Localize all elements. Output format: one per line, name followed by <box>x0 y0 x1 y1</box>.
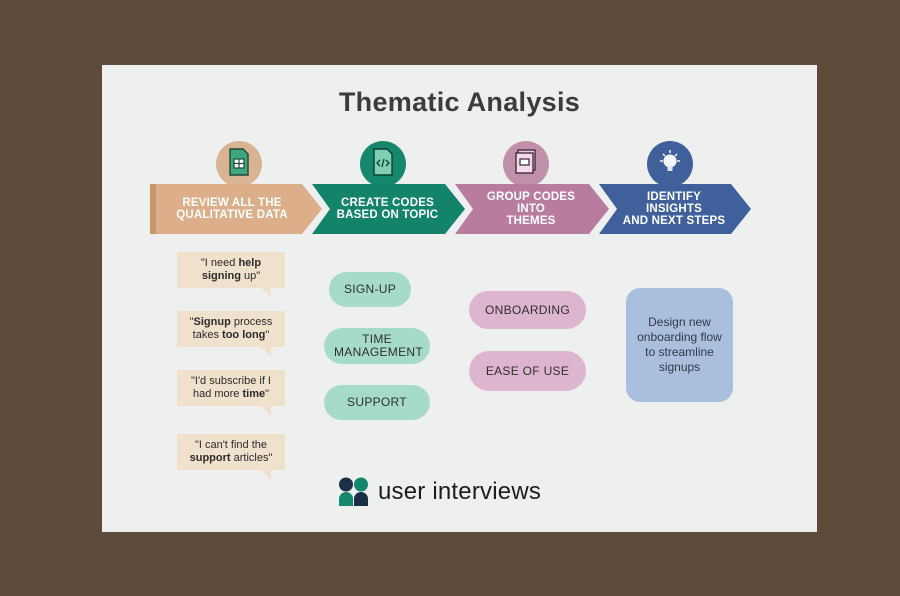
speech-tail <box>260 346 271 357</box>
insight-box: Design new onboarding flow to streamline… <box>626 288 733 402</box>
theme-pill-ease-of-use: EASE OF USE <box>469 351 586 391</box>
step-2-circle <box>360 141 406 187</box>
step-2-arrow-shape <box>312 184 465 234</box>
step-3-circle <box>503 141 549 187</box>
user-interviews-logo-icon <box>339 477 368 506</box>
infographic-card: Thematic Analysis <box>102 65 817 532</box>
lightbulb-icon <box>657 148 683 181</box>
code-pill-support: SUPPORT <box>324 385 430 420</box>
speech-tail <box>260 287 271 298</box>
step-1-arrow-shape <box>150 184 322 234</box>
speech-tail <box>260 405 271 416</box>
theme-pill-onboarding: ONBOARDING <box>469 291 586 329</box>
step-4-arrow-shape <box>599 184 751 234</box>
step-4-circle <box>647 141 693 187</box>
spreadsheet-icon <box>228 147 250 181</box>
code-file-icon <box>372 147 394 181</box>
speech-tail <box>260 469 271 480</box>
folder-stack-icon <box>513 148 539 181</box>
step-1-circle <box>216 141 262 187</box>
code-pill-sign-up: SIGN-UP <box>329 272 411 307</box>
step-3-arrow-shape <box>455 184 609 234</box>
code-pill-time-management: TIME MANAGEMENT <box>324 328 430 364</box>
page-title: Thematic Analysis <box>338 87 581 117</box>
brand-name: user interviews <box>378 478 542 505</box>
